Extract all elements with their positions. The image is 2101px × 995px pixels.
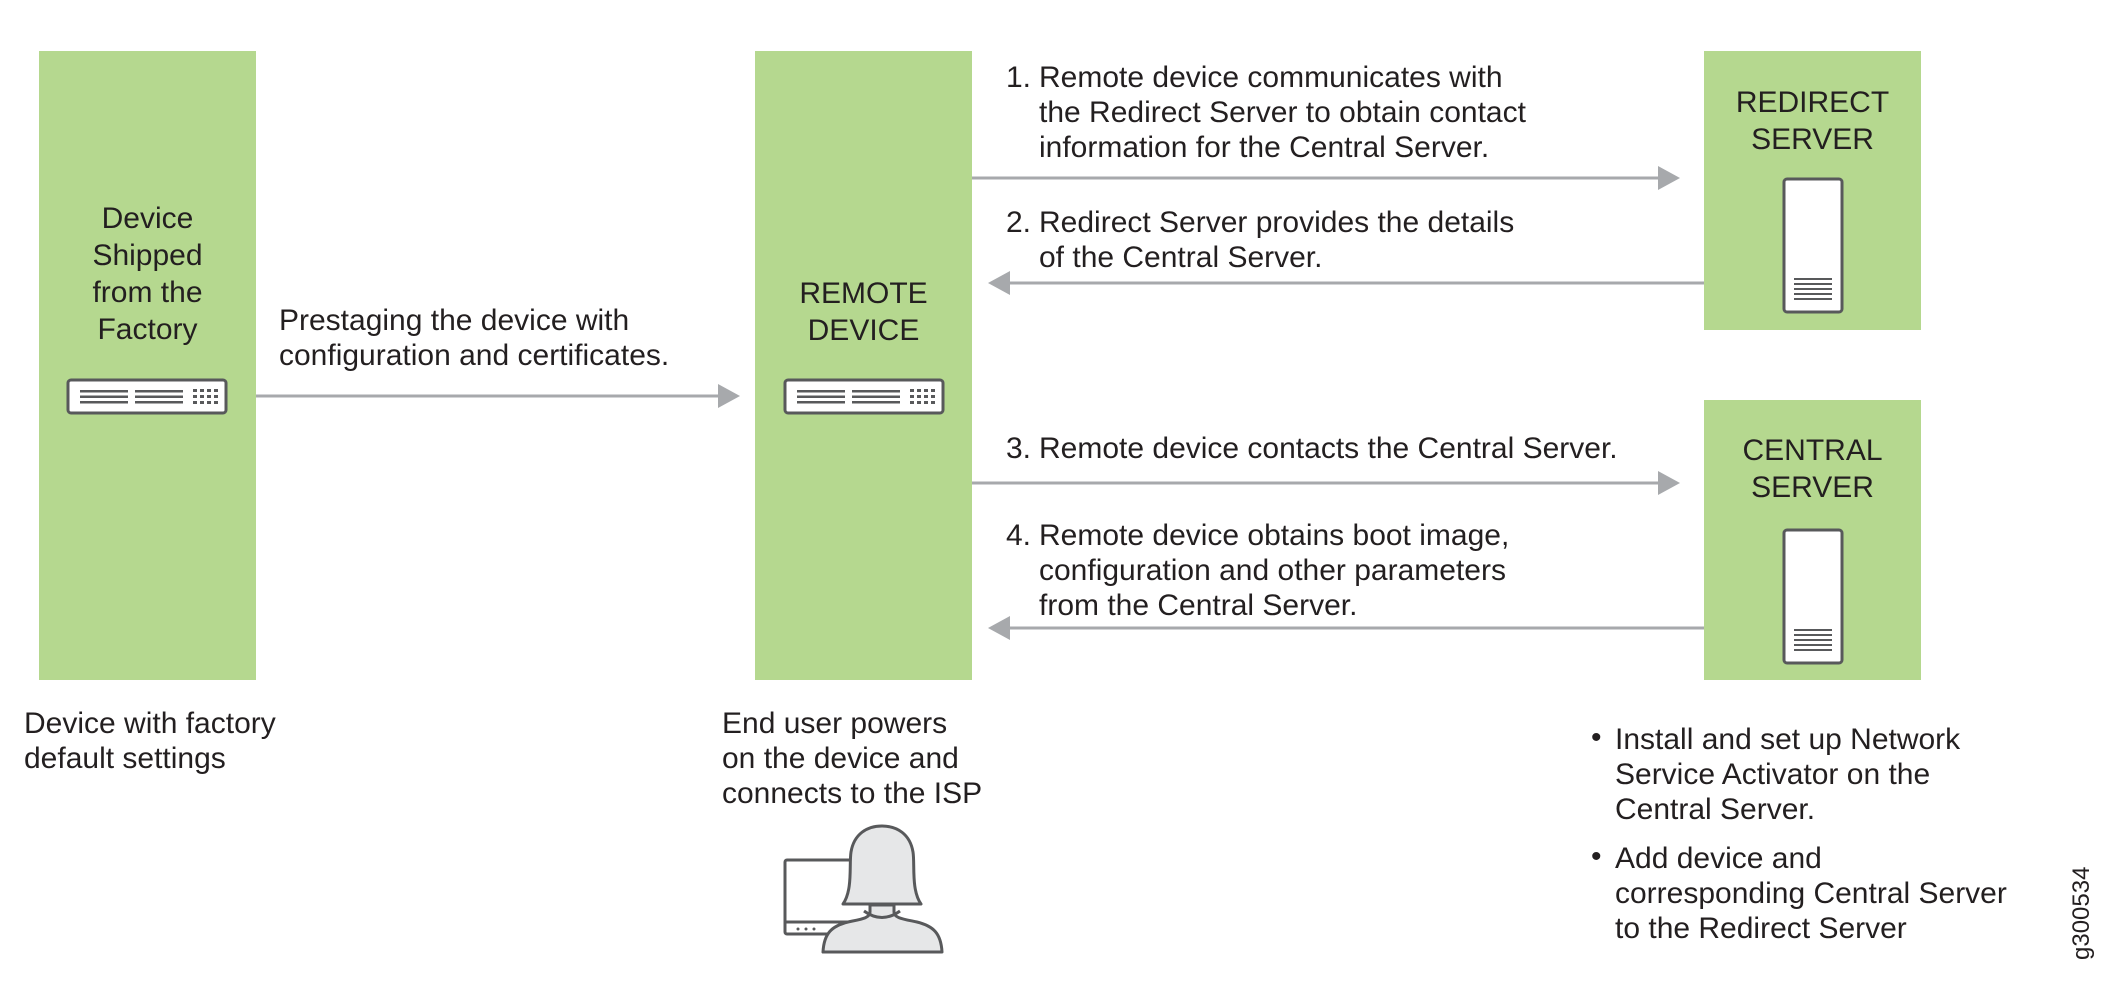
- remote-device-icon: [783, 378, 945, 415]
- end-user-icon: [783, 824, 944, 954]
- admin-task-1-text: Install and set up Network Service Activ…: [1615, 723, 1961, 826]
- central-server-icon: [1782, 528, 1844, 665]
- figure-id: g300534: [2068, 866, 2095, 960]
- factory-caption: Device with factory default settings: [24, 707, 276, 775]
- step-4-arrow: [988, 616, 1704, 640]
- redirect-server-title: REDIRECT SERVER: [1735, 86, 1890, 156]
- factory-panel: [39, 51, 256, 680]
- factory-device-icon: [66, 378, 228, 415]
- step-3-text: Remote device contacts the Central Serve…: [1039, 432, 1618, 465]
- admin-task-2: • Add device and corresponding Central S…: [1591, 840, 2007, 946]
- step-4-text: Remote device obtains boot image, config…: [1039, 519, 1510, 622]
- remote-device-caption: End user powers on the device and connec…: [722, 707, 983, 810]
- step-3-arrow: [972, 471, 1680, 495]
- prestage-arrow: [256, 384, 740, 408]
- step-2-number: 2.: [1006, 206, 1032, 239]
- remote-device-panel: [755, 51, 972, 680]
- admin-task-2-text: Add device and corresponding Central Ser…: [1615, 842, 2007, 945]
- step-2-text: Redirect Server provides the details of …: [1039, 206, 1515, 274]
- step-2-arrow: [988, 271, 1704, 295]
- factory-title: Device Shipped from the Factory: [92, 202, 203, 346]
- step-4-number: 4.: [1006, 519, 1032, 552]
- admin-task-1: • Install and set up Network Service Act…: [1591, 721, 1960, 827]
- step-1: 1. Remote device communicates with the R…: [1006, 60, 1526, 165]
- prestage-label: Prestaging the device with configuration…: [279, 304, 670, 372]
- remote-device-title: REMOTE DEVICE: [799, 277, 928, 347]
- step-2: 2. Redirect Server provides the details …: [1006, 205, 1514, 310]
- bullet-icon: •: [1591, 721, 1602, 754]
- bullet-icon: •: [1591, 840, 1602, 873]
- redirect-server-icon: [1782, 177, 1844, 314]
- step-1-number: 1.: [1006, 61, 1032, 94]
- step-3-number: 3.: [1006, 432, 1032, 465]
- step-1-arrow: [972, 166, 1680, 190]
- step-1-text: Remote device communicates with the Redi…: [1039, 61, 1526, 164]
- step-4: 4. Remote device obtains boot image, con…: [1006, 518, 1509, 623]
- step-3: 3. Remote device contacts the Central Se…: [1006, 431, 1618, 536]
- central-server-title: CENTRAL SERVER: [1742, 434, 1883, 504]
